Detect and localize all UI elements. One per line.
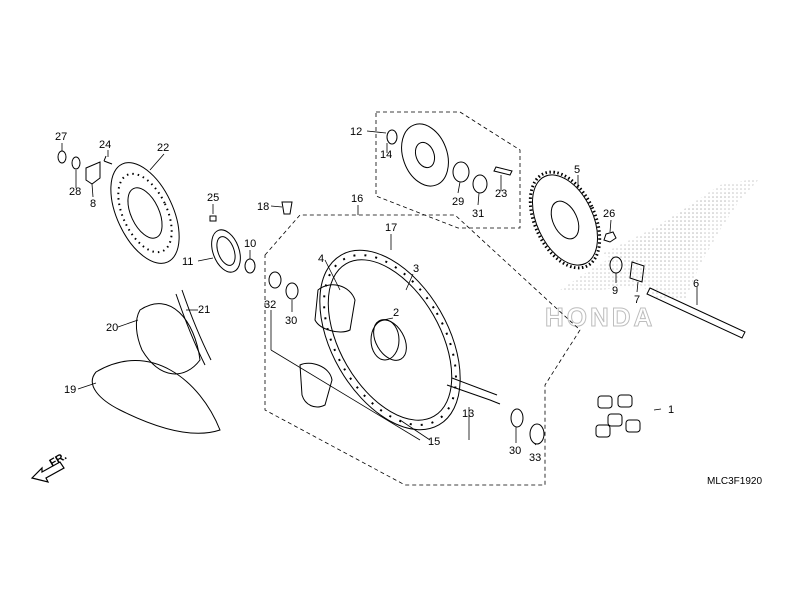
callout-14: 14 — [380, 149, 392, 161]
callout-7: 7 — [634, 294, 640, 306]
rim-strip-15 — [299, 362, 333, 408]
callout-11: 11 — [182, 256, 193, 268]
honda-wing-watermark: HONDA — [545, 178, 760, 333]
callout-21: 21 — [198, 304, 210, 316]
callout-3: 3 — [413, 263, 419, 275]
axle-6 — [646, 287, 746, 339]
callout-33: 33 — [529, 452, 541, 464]
honda-watermark-text: HONDA — [545, 302, 655, 332]
rim-band-21 — [175, 289, 212, 366]
sprocket — [528, 170, 602, 270]
callout-15: 15 — [428, 436, 440, 448]
callout-30-right: 30 — [509, 445, 521, 457]
damper-rubbers — [595, 394, 641, 438]
wheel-rim — [319, 249, 461, 431]
callout-28: 28 — [69, 186, 81, 198]
callout-5: 5 — [574, 164, 580, 176]
wheel-assembly-frame — [264, 214, 581, 486]
diagram-code: MLC3F1920 — [707, 476, 762, 487]
collar-13 — [446, 377, 501, 405]
callout-13: 13 — [462, 408, 474, 420]
seal-31 — [472, 174, 488, 194]
bearing-30-right — [510, 408, 524, 428]
callout-27: 27 — [55, 131, 67, 143]
callout-31: 31 — [472, 208, 484, 220]
bolt-24 — [103, 155, 113, 165]
nut-27 — [57, 150, 67, 164]
adjuster-7 — [629, 261, 645, 283]
callout-labels: 1 2 3 4 5 6 7 8 9 10 11 12 13 14 15 16 1… — [55, 126, 699, 464]
tire-19 — [91, 360, 221, 434]
callout-9: 9 — [612, 285, 618, 297]
bracket-8 — [85, 161, 101, 185]
callout-12: 12 — [350, 126, 362, 138]
callout-30-left: 30 — [285, 315, 297, 327]
bolt-25 — [209, 215, 217, 222]
leader-lines — [61, 130, 698, 446]
callout-22: 22 — [157, 142, 169, 154]
tube-20 — [135, 303, 201, 375]
callout-1: 1 — [668, 404, 674, 416]
callout-4: 4 — [318, 253, 324, 265]
front-direction-indicator: FR. — [30, 450, 69, 483]
pulser-ring — [211, 229, 241, 273]
front-arrow-icon — [30, 461, 65, 483]
brake-disc — [110, 162, 180, 264]
stud-23 — [493, 166, 513, 176]
bearing-29 — [452, 161, 470, 183]
callout-8: 8 — [90, 198, 96, 210]
collar-10 — [244, 258, 256, 274]
callout-20: 20 — [106, 322, 118, 334]
valve-18 — [281, 201, 293, 215]
nut-26 — [603, 231, 617, 243]
callout-24: 24 — [99, 139, 111, 151]
callout-10: 10 — [244, 238, 256, 250]
callout-26: 26 — [603, 208, 615, 220]
driven-flange — [401, 123, 449, 187]
callout-19: 19 — [64, 384, 76, 396]
callout-6: 6 — [693, 278, 699, 290]
washer-28 — [71, 156, 81, 170]
callout-25: 25 — [207, 192, 219, 204]
hub-assembly-frame — [375, 111, 521, 229]
seal-32 — [268, 271, 282, 289]
callout-17: 17 — [385, 222, 397, 234]
bearing-30-left — [285, 282, 299, 300]
oring-33 — [529, 423, 545, 445]
callout-23: 23 — [495, 188, 507, 200]
bearing-14 — [386, 129, 398, 145]
damper-holder-4 — [314, 284, 356, 333]
callout-16: 16 — [351, 193, 363, 205]
callout-29: 29 — [452, 196, 464, 208]
callout-18: 18 — [257, 201, 269, 213]
callout-2: 2 — [393, 307, 399, 319]
callout-32: 32 — [264, 299, 276, 311]
front-label: FR. — [48, 450, 69, 469]
